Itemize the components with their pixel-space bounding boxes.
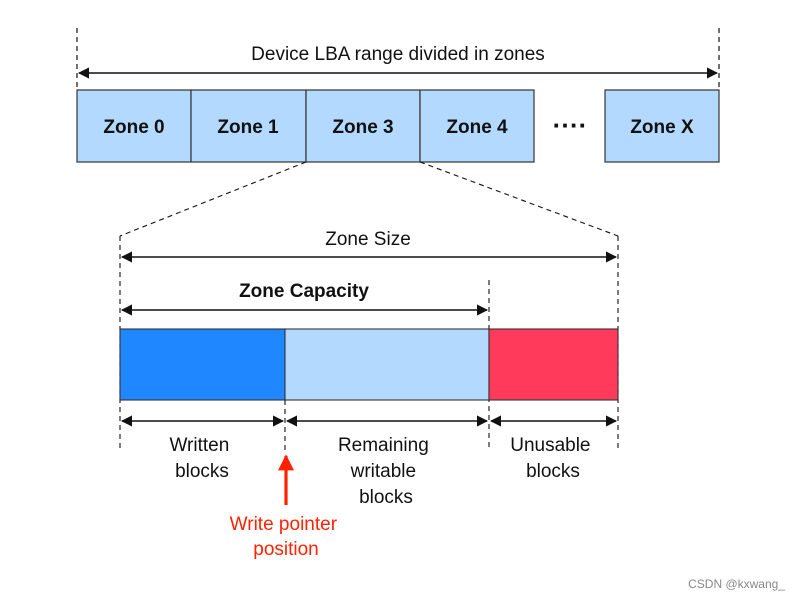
zone-block-x (604, 89, 720, 163)
zone-label-0: Zone 0 (103, 117, 164, 138)
zone-segment-bar (119, 328, 619, 401)
write-pointer-label: Write pointer position (230, 514, 343, 560)
write-pointer-label-line-1: Write pointer (230, 514, 338, 535)
written-label-line-1: Written (169, 435, 229, 456)
remaining-label-line-3: blocks (359, 487, 413, 508)
watermark: CSDN @kxwang_ (688, 577, 785, 591)
remaining-label-line-1: Remaining (338, 435, 429, 456)
zoom-projection (119, 161, 619, 237)
write-pointer: Write pointer position (230, 454, 343, 560)
lba-range-label: Device LBA range divided in zones (251, 44, 545, 65)
remaining-label-line-2: writable (350, 461, 416, 482)
zone-ellipsis: ···· (553, 110, 588, 140)
remaining-label: Remaining writable blocks (338, 435, 434, 508)
written-segment (119, 328, 286, 401)
written-label: Written blocks (169, 435, 234, 482)
zone-label-3: Zone 3 (332, 117, 393, 138)
zone-row: Zone 0 Zone 1 Zone 3 Zone 4 Zone X ···· (76, 89, 720, 163)
zone-label-4: Zone 4 (446, 117, 508, 138)
unusable-label-line-1: Unusable (510, 435, 590, 456)
zone-label-x: Zone X (630, 117, 694, 138)
segment-labels: Written blocks Remaining writable blocks… (169, 435, 596, 508)
zone-size-label: Zone Size (325, 229, 411, 250)
zoom-line-right (419, 161, 619, 237)
segment-dimensions (120, 400, 618, 450)
lba-range-dimension: Device LBA range divided in zones (76, 28, 720, 90)
zone-block-0 (76, 89, 192, 163)
write-pointer-label-line-2: position (253, 539, 319, 560)
unusable-label: Unusable blocks (510, 435, 596, 482)
zone-block-4 (419, 89, 535, 163)
unusable-label-line-2: blocks (526, 461, 580, 482)
zone-label-1: Zone 1 (217, 117, 279, 138)
unusable-segment (488, 328, 619, 401)
written-label-line-2: blocks (175, 461, 229, 482)
zoom-line-left (119, 161, 307, 237)
zone-block-3 (305, 89, 421, 163)
remaining-segment (284, 328, 490, 401)
zone-capacity-label: Zone Capacity (239, 281, 369, 302)
